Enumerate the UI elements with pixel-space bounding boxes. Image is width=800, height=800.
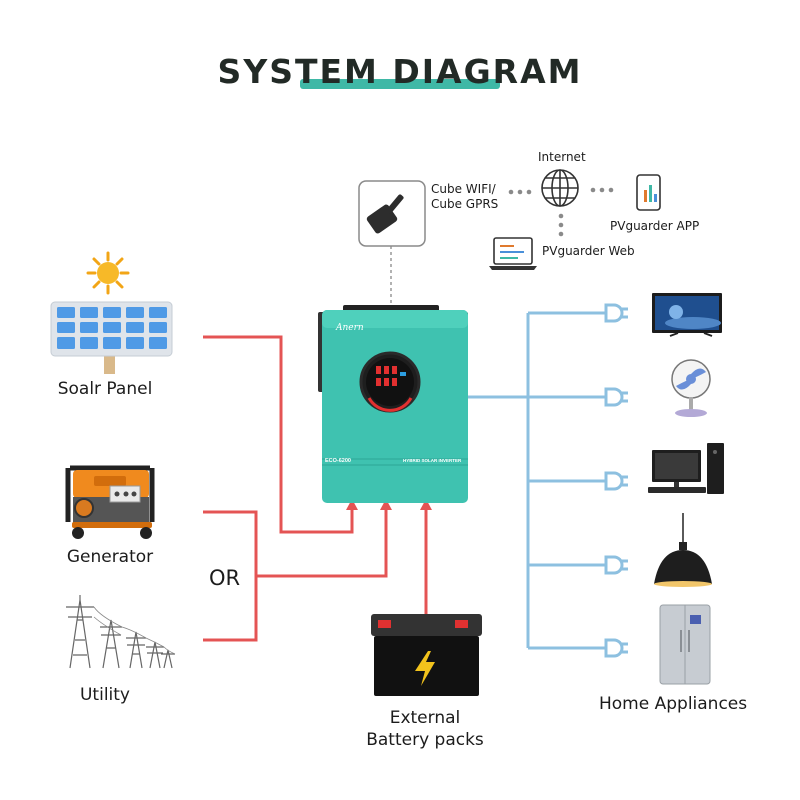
plug-connectors xyxy=(604,303,628,658)
arrow-head xyxy=(346,499,358,510)
solar-panel-label: Soalr Panel xyxy=(57,379,153,399)
internet-globe-icon xyxy=(541,169,579,207)
arrow-head xyxy=(380,499,392,510)
battery-label-line2: Battery packs xyxy=(366,730,484,750)
plug-icon xyxy=(604,303,628,323)
input-arrows xyxy=(346,499,432,510)
laptop-web-icon xyxy=(489,237,537,270)
arrow-head xyxy=(420,499,432,510)
refrigerator-icon xyxy=(659,604,711,685)
plug-icon xyxy=(604,638,628,658)
sun-icon xyxy=(86,251,130,295)
cube-label-line2: Cube GPRS xyxy=(431,197,499,211)
page-title: SYSTEM DIAGRAM xyxy=(217,52,583,91)
web-label: PVguarder Web xyxy=(542,244,635,258)
output-lines xyxy=(468,311,606,650)
home-appliances-label: Home Appliances xyxy=(599,694,748,714)
plug-icon xyxy=(604,555,628,575)
plug-icon xyxy=(604,387,628,407)
or-label: OR xyxy=(209,566,241,590)
inverter-type-label: HYBRID SOLAR INVERTER xyxy=(403,458,462,463)
tv-icon xyxy=(652,293,722,337)
battery-label-line1: External xyxy=(389,708,461,728)
utility-towers-icon xyxy=(66,595,176,669)
solar-line xyxy=(203,335,354,534)
desktop-computer-icon xyxy=(648,443,724,494)
battery-icon xyxy=(371,614,482,696)
phone-app-icon xyxy=(636,174,661,211)
internet-label: Internet xyxy=(538,150,586,164)
utility-label: Utility xyxy=(79,685,130,705)
inverter-icon xyxy=(318,305,468,503)
title-underline xyxy=(300,79,500,89)
generator-icon xyxy=(65,465,155,539)
inverter-model-label: ECO-6200 xyxy=(325,458,351,464)
inverter-brand-label: Anern xyxy=(335,323,364,333)
solar-panel-icon xyxy=(50,301,173,374)
input-lines xyxy=(203,335,428,642)
app-label: PVguarder APP xyxy=(610,219,700,233)
network-dots xyxy=(508,187,614,237)
pendant-lamp-icon xyxy=(654,513,712,587)
plug-icon xyxy=(604,471,628,491)
cube-label-line1: Cube WIFI/ xyxy=(431,182,496,196)
or-branch-line xyxy=(256,506,388,578)
fan-icon xyxy=(671,359,711,417)
cube-wifi-icon xyxy=(358,180,426,247)
generator-label: Generator xyxy=(66,547,154,567)
